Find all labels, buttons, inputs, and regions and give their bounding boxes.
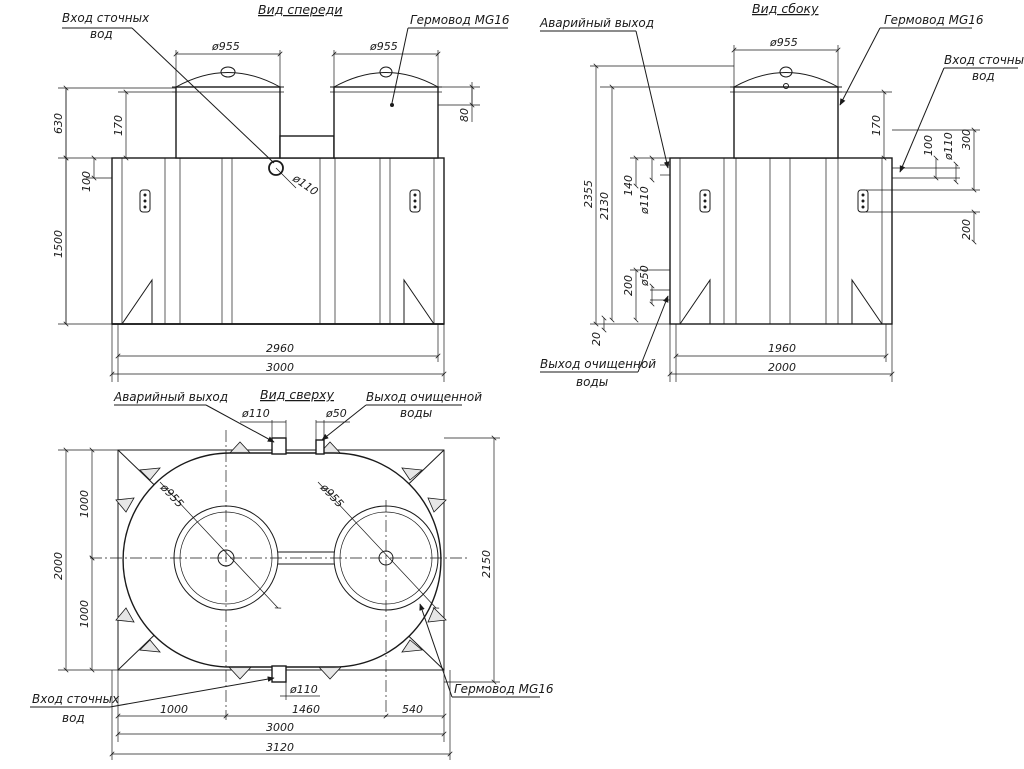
top-outlet-label-2: воды	[400, 406, 432, 420]
side-outlet-label-2: воды	[576, 375, 608, 389]
side-dim-h200-right: 200	[960, 219, 973, 240]
front-dim-h630: 630	[52, 113, 65, 134]
side-dim-h300: 300	[960, 129, 973, 150]
top-dim-h1000-bottom: 1000	[78, 600, 91, 628]
side-dim-w2000: 2000	[768, 361, 796, 374]
top-emergency-label: Аварийный выход	[113, 390, 228, 404]
front-dim-h80: 80	[458, 108, 471, 122]
front-dim-h170: 170	[112, 115, 125, 136]
top-inlet-label-1: Вход сточных	[32, 692, 120, 706]
front-lid-right	[333, 72, 439, 88]
side-dim-h20: 20	[590, 332, 603, 346]
top-inlet-pipe	[271, 665, 287, 683]
vent-slot-icon	[857, 189, 869, 213]
side-dim-d110-left: ø110	[638, 186, 651, 215]
front-inlet-circle	[268, 160, 284, 176]
side-outlet-label-1: Выход очищенной	[540, 357, 656, 371]
side-emergency-label: Аварийный выход	[539, 16, 654, 30]
side-dim-h200-left: 200	[622, 275, 635, 296]
side-seal-label: Гермовод MG16	[884, 13, 984, 27]
side-dim-h140: 140	[622, 175, 635, 196]
top-tank-body	[122, 452, 442, 668]
top-dim-d110-bottom: ø110	[289, 683, 318, 696]
side-dim-h2355: 2355	[582, 180, 595, 208]
front-inlet-label-1: Вход сточных	[62, 11, 150, 25]
side-dim-h100: 100	[922, 135, 935, 156]
top-dim-h1000-top: 1000	[78, 490, 91, 518]
side-dim-d955: ø955	[769, 36, 798, 49]
side-neck	[733, 86, 839, 159]
top-dim-h2150: 2150	[480, 550, 493, 578]
side-inlet-label-1: Вход сточных	[944, 53, 1024, 67]
top-dim-w3000: 3000	[266, 721, 294, 734]
top-outlet-label-1: Выход очищенной	[366, 390, 482, 404]
front-dim-w2960: 2960	[266, 342, 294, 355]
top-view-title: Вид сверху	[260, 387, 335, 402]
front-tank-ribs	[121, 158, 435, 324]
front-connecting-pipe	[279, 135, 335, 159]
top-dim-w1460: 1460	[292, 703, 320, 716]
front-inlet-label-2: вод	[90, 27, 113, 41]
side-dim-d50: ø50	[638, 265, 651, 287]
top-dim-w3120: 3120	[266, 741, 294, 754]
top-dim-d50-top: ø50	[325, 407, 347, 420]
side-lid	[733, 72, 839, 88]
front-seal-label: Гермовод MG16	[410, 13, 510, 27]
side-tank-ribs	[679, 158, 883, 324]
front-tank-body	[111, 157, 445, 325]
vent-slot-icon	[139, 189, 151, 213]
side-dim-d110-right: ø110	[942, 132, 955, 161]
front-dim-h100: 100	[80, 171, 93, 192]
top-dim-h2000: 2000	[52, 552, 65, 580]
top-dim-w540: 540	[402, 703, 423, 716]
top-outlet-pipe	[315, 439, 325, 455]
front-dim-w3000: 3000	[266, 361, 294, 374]
side-inlet-label-2: вод	[972, 69, 995, 83]
top-dim-d110-top: ø110	[241, 407, 270, 420]
vent-slot-icon	[699, 189, 711, 213]
side-dim-h170: 170	[870, 115, 883, 136]
front-neck-left	[175, 86, 281, 159]
side-view: Вид сбоку	[539, 1, 1024, 389]
top-dim-w1000: 1000	[160, 703, 188, 716]
front-neck-right	[333, 86, 439, 159]
front-dim-d955-right: ø955	[369, 40, 398, 53]
top-seal-label: Гермовод MG16	[454, 682, 554, 696]
top-view: Вид сверху	[30, 387, 554, 760]
front-dim-d955-left: ø955	[211, 40, 240, 53]
front-lid-left	[175, 72, 281, 88]
side-dim-h2130: 2130	[598, 192, 611, 220]
front-view-title: Вид спереди	[258, 2, 342, 17]
front-dim-h1500: 1500	[52, 230, 65, 258]
side-tank-body	[669, 157, 893, 325]
top-inlet-label-2: вод	[62, 711, 85, 725]
top-emergency-pipe	[271, 437, 287, 455]
top-rib-tabs	[115, 441, 447, 680]
side-view-title: Вид сбоку	[752, 1, 819, 16]
vent-slot-icon	[409, 189, 421, 213]
side-dim-w1960: 1960	[768, 342, 796, 355]
front-view: Вид спереди	[52, 2, 510, 382]
